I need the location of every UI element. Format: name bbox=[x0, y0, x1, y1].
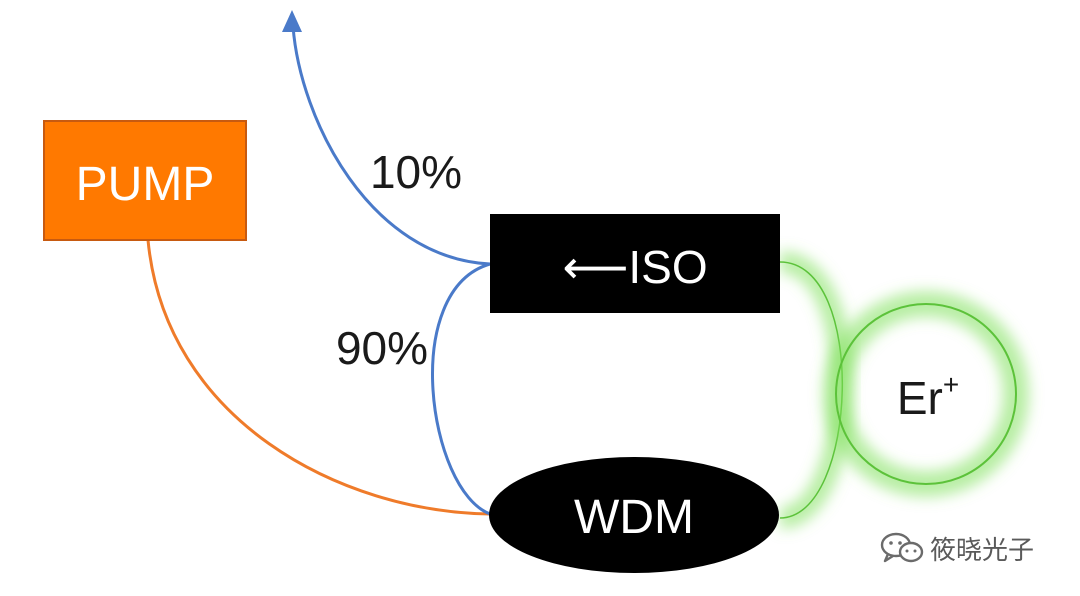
pump-box bbox=[43, 120, 247, 241]
er-label: Er+ bbox=[897, 369, 959, 424]
pump-fiber bbox=[146, 239, 491, 516]
iso-box bbox=[490, 214, 780, 313]
loop-percent-label: 90% bbox=[336, 322, 428, 374]
wdm-label: WDM bbox=[574, 491, 694, 544]
er-superscript: + bbox=[943, 369, 959, 400]
er-gain-ring bbox=[823, 291, 1029, 497]
wdm-ellipse bbox=[489, 457, 779, 573]
output-fiber-10 bbox=[291, 25, 491, 266]
output-arrow-icon bbox=[282, 10, 302, 32]
watermark: 筱晓光子 bbox=[880, 528, 1034, 568]
er-symbol: Er bbox=[897, 372, 943, 424]
pump-label: PUMP bbox=[76, 158, 215, 211]
watermark-text: 筱晓光子 bbox=[930, 535, 1035, 566]
wechat-icon bbox=[880, 532, 924, 563]
loop-fiber-90 bbox=[431, 262, 491, 516]
iso-label: ⟵ISO bbox=[562, 241, 707, 293]
tap-percent-label: 10% bbox=[370, 146, 462, 198]
